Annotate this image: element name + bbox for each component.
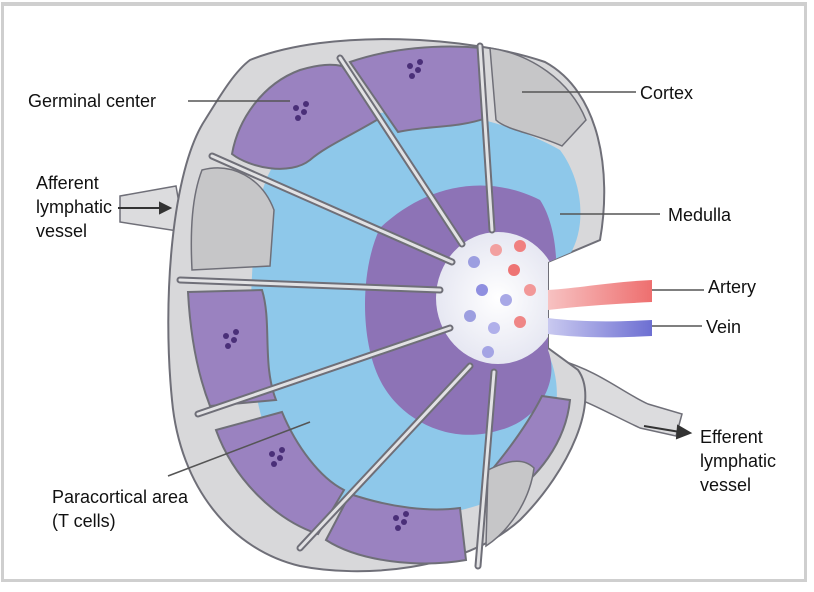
label-afferent-line3: vessel [36, 220, 87, 242]
label-germinal-center: Germinal center [28, 90, 156, 112]
label-medulla: Medulla [668, 204, 731, 226]
label-paracortical-line2: (T cells) [52, 510, 116, 532]
vein [548, 318, 652, 337]
label-afferent-line2: lymphatic [36, 196, 112, 218]
artery [548, 280, 652, 310]
label-cortex: Cortex [640, 82, 693, 104]
label-paracortical-line1: Paracortical area [52, 486, 188, 508]
label-artery: Artery [708, 276, 756, 298]
label-vein: Vein [706, 316, 741, 338]
label-efferent-line1: Efferent [700, 426, 763, 448]
label-afferent-line1: Afferent [36, 172, 99, 194]
label-efferent-line3: vessel [700, 474, 751, 496]
label-efferent-line2: lymphatic [700, 450, 776, 472]
